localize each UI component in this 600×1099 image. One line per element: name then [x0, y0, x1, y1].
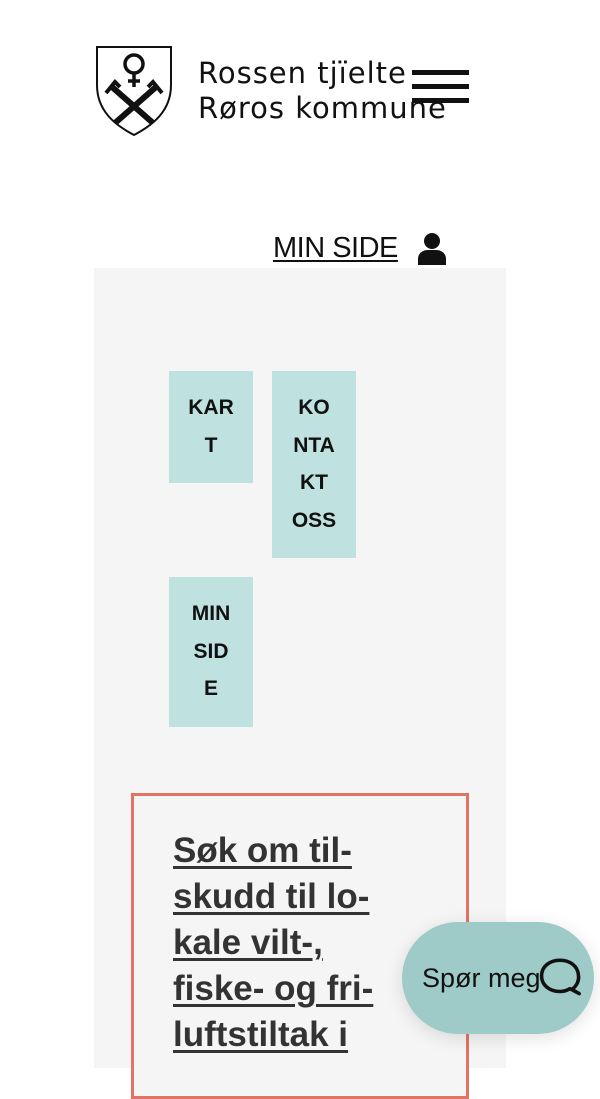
- chat-button[interactable]: Spør meg: [402, 922, 594, 1034]
- min-side-link[interactable]: MIN SIDE: [273, 232, 398, 264]
- title-line: kale vilt-,: [173, 923, 323, 962]
- min-side-header-link[interactable]: MIN SIDE: [273, 232, 446, 265]
- card-title-link[interactable]: Søk om til- skudd til lo- kale vilt-, fi…: [173, 828, 403, 1058]
- brand-line-1: Rossen tjïelte: [198, 56, 407, 90]
- speech-bubble-icon: [539, 958, 581, 996]
- title-line: luftstiltak i: [173, 1015, 349, 1054]
- tile-min-side[interactable]: MIN SIDE: [169, 577, 253, 727]
- tile-kontakt-oss[interactable]: KONTAKT OSS: [272, 371, 356, 558]
- title-line: fiske- og fri-: [173, 969, 374, 1008]
- hamburger-icon: [412, 70, 469, 75]
- municipality-name[interactable]: Rossen tjïelte Røros kommune: [198, 56, 447, 126]
- title-line: skudd til lo-: [173, 877, 370, 916]
- hamburger-menu-button[interactable]: [412, 70, 469, 104]
- tile-label: KART: [188, 396, 234, 457]
- coat-of-arms-logo[interactable]: [95, 45, 173, 137]
- chat-label: Spør meg: [422, 962, 541, 993]
- news-card: Søk om til- skudd til lo- kale vilt-, fi…: [131, 793, 469, 1099]
- title-line: Søk om til-: [173, 831, 352, 870]
- tile-label: MIN SIDE: [191, 602, 231, 700]
- brand-line-2: Røros kommune: [198, 91, 447, 125]
- user-icon: [417, 232, 446, 265]
- hamburger-icon-bar: [412, 98, 469, 103]
- tile-label: KONTAKT OSS: [291, 396, 337, 532]
- hamburger-icon-bar: [412, 84, 469, 89]
- tile-kart[interactable]: KART: [169, 371, 253, 483]
